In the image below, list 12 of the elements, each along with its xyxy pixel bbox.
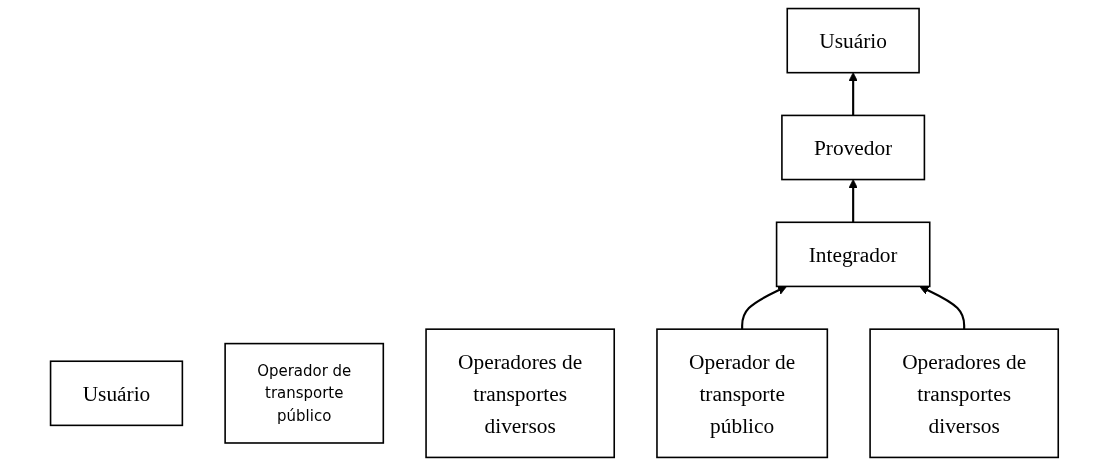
arrow: [740, 285, 787, 330]
node-box: Usuário: [49, 360, 183, 427]
arrow: [848, 72, 858, 116]
node-box: Provedor: [780, 114, 925, 181]
arrow: [848, 179, 858, 223]
node-box: Usuário: [786, 7, 920, 74]
node-box: Operador de transporte público: [655, 328, 828, 459]
node-box: Operadores de transportes diversos: [868, 328, 1059, 459]
arrow: [918, 285, 965, 330]
node-box: Operadores de transportes diversos: [424, 328, 615, 459]
node-box: Operador de transporte público: [223, 342, 384, 444]
node-box: Integrador: [775, 221, 931, 288]
